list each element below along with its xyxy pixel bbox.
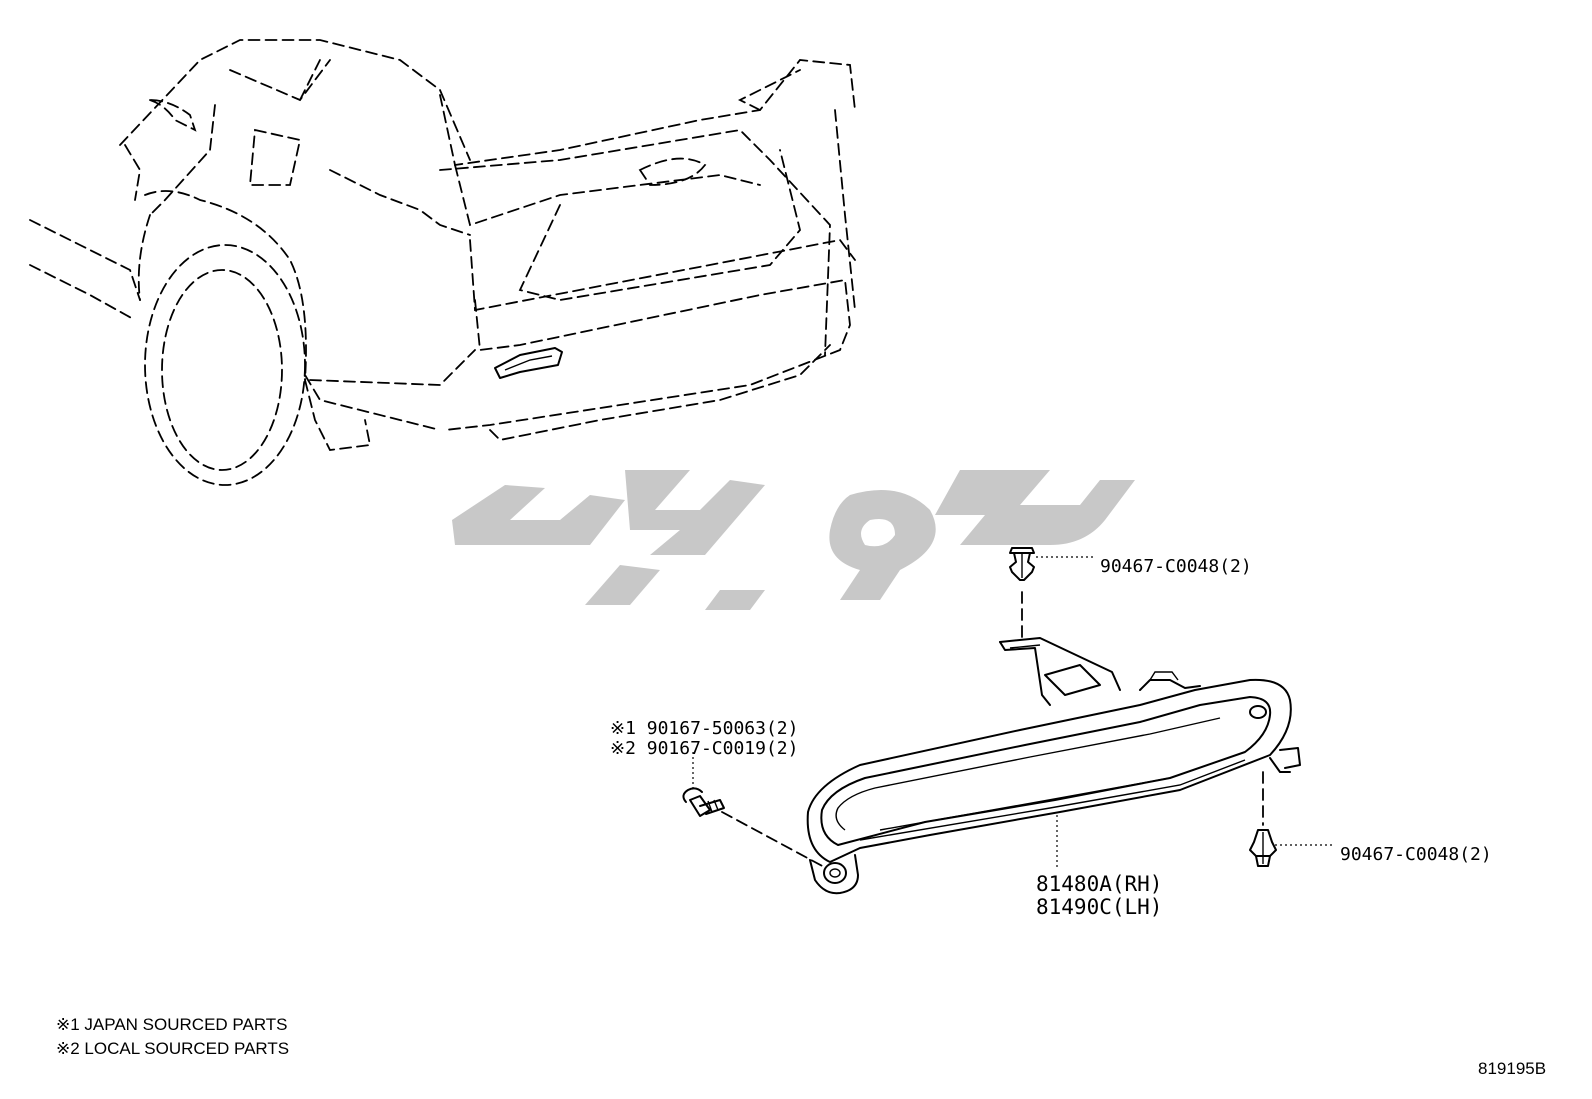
note-japan-sourced: ※1 JAPAN SOURCED PARTS (56, 1015, 288, 1034)
label-bolt-local: ※2 90167-C0019(2) (610, 738, 799, 759)
figure-number: 819195B (1478, 1059, 1547, 1078)
clip-bottom-icon (1249, 829, 1277, 867)
reflector-part-drawing (806, 637, 1301, 895)
label-clip-bottom: 90467-C0048(2) (1340, 844, 1492, 865)
label-reflector-lh: 81490C(LH) (1036, 895, 1163, 919)
watermark-logo (452, 470, 1135, 610)
label-reflector-rh: 81480A(RH) (1036, 872, 1163, 896)
reflector-location-highlight (494, 347, 563, 379)
note-local-sourced: ※2 LOCAL SOURCED PARTS (56, 1039, 290, 1058)
vehicle-rear-outline (29, 39, 856, 486)
guide-bolt (721, 811, 827, 869)
label-clip-top: 90467-C0048(2) (1100, 556, 1252, 577)
label-bolt-japan: ※1 90167-50063(2) (610, 718, 799, 739)
bolt-icon (682, 787, 725, 817)
clip-top-icon (1009, 547, 1035, 581)
